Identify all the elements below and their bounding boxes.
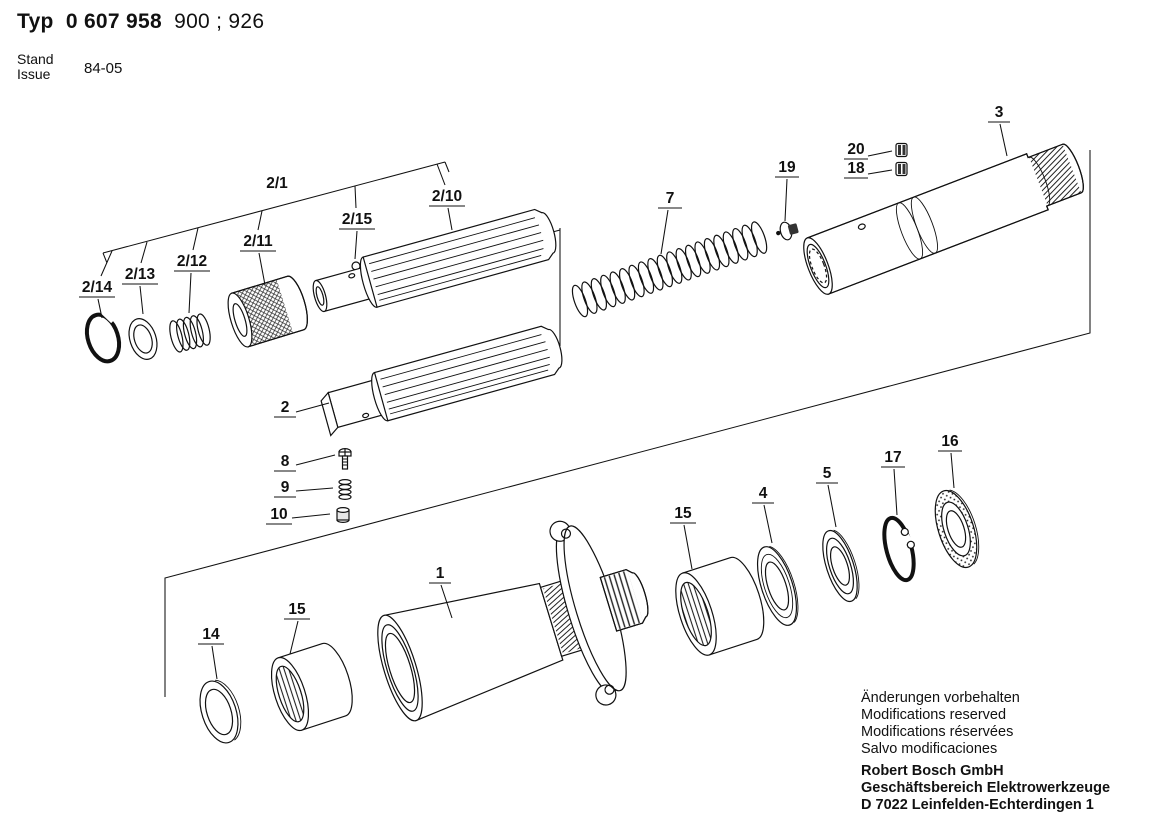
part-2-square-drive-shaft [320, 325, 563, 437]
part-label-18: 18 [847, 160, 865, 177]
callout-2-13: 2/13 [122, 266, 158, 315]
issue-label: Issue [17, 66, 51, 82]
part-20-pin [895, 142, 908, 158]
part-label-20: 20 [847, 141, 864, 158]
part-label-4: 4 [759, 485, 768, 502]
type-number-bold: 0 607 958 [65, 10, 162, 33]
callout-8: 8 [274, 453, 336, 472]
callout-1: 1 [429, 565, 453, 619]
part-label-3: 3 [995, 104, 1004, 121]
part-label-2-1: 2/1 [266, 175, 288, 192]
callout-2-1: 2/1 [266, 175, 288, 192]
callout-3: 3 [988, 104, 1010, 157]
company-address: D 7022 Leinfelden-Echterdingen 1 [861, 797, 1094, 813]
part-10-plug [336, 506, 350, 523]
part-2-14-snap-ring [84, 308, 122, 364]
footer-block: Änderungen vorbehalten Modifications res… [861, 690, 1110, 814]
part-label-1: 1 [436, 565, 445, 582]
part-2-13-washer [128, 318, 158, 360]
type-number-suffix: 900 ; 926 [174, 10, 265, 33]
callout-2-12: 2/12 [174, 253, 210, 314]
callout-14: 14 [198, 626, 224, 680]
part-19-valve-piece [776, 221, 799, 241]
part-3-sleeve [803, 143, 1084, 295]
callout-17: 17 [881, 449, 905, 516]
note-es: Salvo modificaciones [861, 741, 998, 757]
note-fr: Modifications réservées [861, 724, 1014, 740]
part-label-7: 7 [666, 190, 675, 207]
company-name: Robert Bosch GmbH [861, 763, 1004, 779]
part-label-5: 5 [823, 465, 832, 482]
part-label-2-12: 2/12 [177, 253, 207, 270]
part-1-spindle-body [377, 520, 649, 722]
part-18-pin [895, 161, 908, 177]
group-bracket-2-1 [100, 161, 450, 277]
part-label-15-right: 15 [674, 505, 692, 522]
part-14-ring [199, 679, 242, 744]
part-label-14: 14 [202, 626, 220, 643]
callout-9: 9 [274, 479, 334, 498]
part-2-10-splined-shaft [312, 208, 557, 313]
part-label-2-11: 2/11 [243, 233, 273, 250]
stand-issue-block: Stand Issue [17, 52, 54, 82]
title-block: Typ 0 607 958 900 ; 926 [17, 10, 264, 34]
part-label-10: 10 [270, 506, 287, 523]
stand-label: Stand [17, 51, 54, 67]
part-label-19: 19 [778, 159, 796, 176]
part-16-bearing-ring [934, 489, 980, 569]
callout-7: 7 [658, 190, 682, 255]
part-label-2-13: 2/13 [125, 266, 156, 283]
part-label-15-left: 15 [288, 601, 306, 618]
callout-5: 5 [816, 465, 838, 528]
part-8-screw [338, 448, 352, 470]
part-label-8: 8 [281, 453, 290, 470]
part-9-spring [338, 478, 352, 501]
company-division: Geschäftsbereich Elektrowerkzeuge [861, 780, 1111, 796]
part-label-16: 16 [941, 433, 959, 450]
part-label-2-10: 2/10 [432, 188, 462, 205]
callout-18: 18 [844, 160, 893, 179]
part-17-circlip [882, 515, 916, 583]
callout-2-15: 2/15 [339, 211, 375, 260]
part-4-washer [756, 545, 799, 626]
callout-20: 20 [844, 141, 893, 160]
part-2-11-knurled-nut [227, 275, 308, 348]
callout-16: 16 [938, 433, 962, 489]
drawing-frame [164, 150, 1091, 697]
note-de: Änderungen vorbehalten [861, 690, 1020, 706]
part-label-2-14: 2/14 [82, 279, 113, 296]
part-7-spring [571, 221, 768, 318]
callout-2-11: 2/11 [240, 233, 276, 286]
callout-2-10: 2/10 [429, 188, 465, 231]
callout-15-left: 15 [284, 601, 310, 655]
callout-4: 4 [752, 485, 774, 544]
issue-value: 84-05 [84, 60, 123, 77]
part-label-17: 17 [884, 449, 901, 466]
part-label-9: 9 [281, 479, 290, 496]
part-label-2: 2 [281, 399, 290, 416]
part-15-needle-bearing-right [675, 556, 765, 656]
callout-10: 10 [266, 506, 331, 525]
part-15-needle-bearing-left [270, 642, 353, 732]
callout-2-14: 2/14 [79, 279, 115, 319]
part-label-2-15: 2/15 [342, 211, 373, 228]
callout-2: 2 [274, 399, 330, 418]
part-2-12-spring [169, 313, 211, 353]
note-en: Modifications reserved [861, 707, 1007, 723]
type-label: Typ [17, 10, 54, 33]
callout-15-right: 15 [670, 505, 696, 570]
callout-19: 19 [775, 159, 799, 222]
part-5-ring [822, 529, 860, 603]
